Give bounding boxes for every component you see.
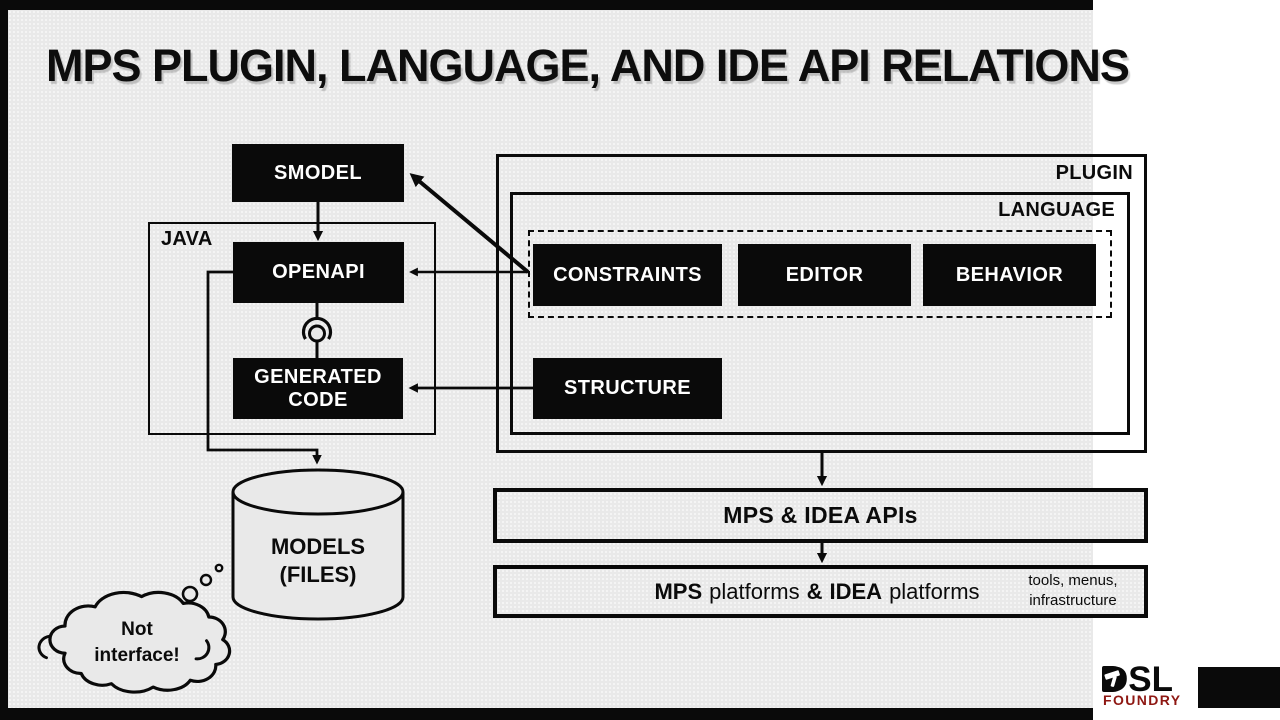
slide-title: MPS PLUGIN, LANGUAGE, AND IDE API RELATI… (46, 40, 1130, 91)
node-structure: STRUCTURE (533, 358, 722, 419)
platforms-seg-idea: IDEA (829, 578, 883, 604)
platforms-note-line1: tools, menus, (1028, 572, 1118, 589)
thought-cloud-label: Not interface! (62, 617, 212, 669)
node-behavior: BEHAVIOR (923, 244, 1096, 306)
node-openapi: OPENAPI (233, 242, 404, 303)
apis-bar: MPS & IDEA APIs (493, 488, 1148, 543)
platforms-bar: MPS platforms & IDEA platforms (493, 565, 1148, 618)
logo-subtitle: FOUNDRY (1103, 692, 1182, 708)
platforms-note: tools, menus, infrastructure (1008, 571, 1138, 611)
hammer-icon (1104, 670, 1120, 687)
platforms-seg-amp: & (806, 578, 823, 604)
models-label-line2: (FILES) (279, 562, 357, 587)
logo-black-block (1198, 667, 1280, 708)
platforms-seg-mps: MPS (654, 578, 703, 604)
dsl-foundry-logo: DSL FOUNDRY (1102, 662, 1198, 709)
platforms-note-line2: infrastructure (1029, 592, 1117, 609)
language-container: LANGUAGE (510, 192, 1130, 435)
language-aspects-group (528, 230, 1112, 318)
plugin-label: PLUGIN (1055, 162, 1133, 184)
models-label-line1: MODELS (270, 534, 366, 559)
cloud-label-line2: interface! (94, 645, 180, 666)
java-label: JAVA (161, 228, 213, 250)
node-editor: EDITOR (738, 244, 911, 306)
apis-bar-label: MPS & IDEA APIs (723, 502, 918, 528)
platforms-seg-platforms2: platforms (889, 578, 980, 604)
models-cylinder-label: MODELS (FILES) (233, 533, 403, 589)
platforms-seg-platforms1: platforms (709, 578, 800, 604)
node-generated-code: GENERATED CODE (233, 358, 403, 419)
cloud-label-line1: Not (121, 619, 153, 640)
node-constraints: CONSTRAINTS (533, 244, 722, 306)
language-label: LANGUAGE (998, 199, 1115, 221)
node-smodel: SMODEL (232, 144, 404, 202)
logo-d-glyph (1102, 666, 1126, 692)
platforms-bar-label: MPS platforms & IDEA platforms (527, 569, 1107, 614)
plugin-container: PLUGIN (496, 154, 1147, 453)
